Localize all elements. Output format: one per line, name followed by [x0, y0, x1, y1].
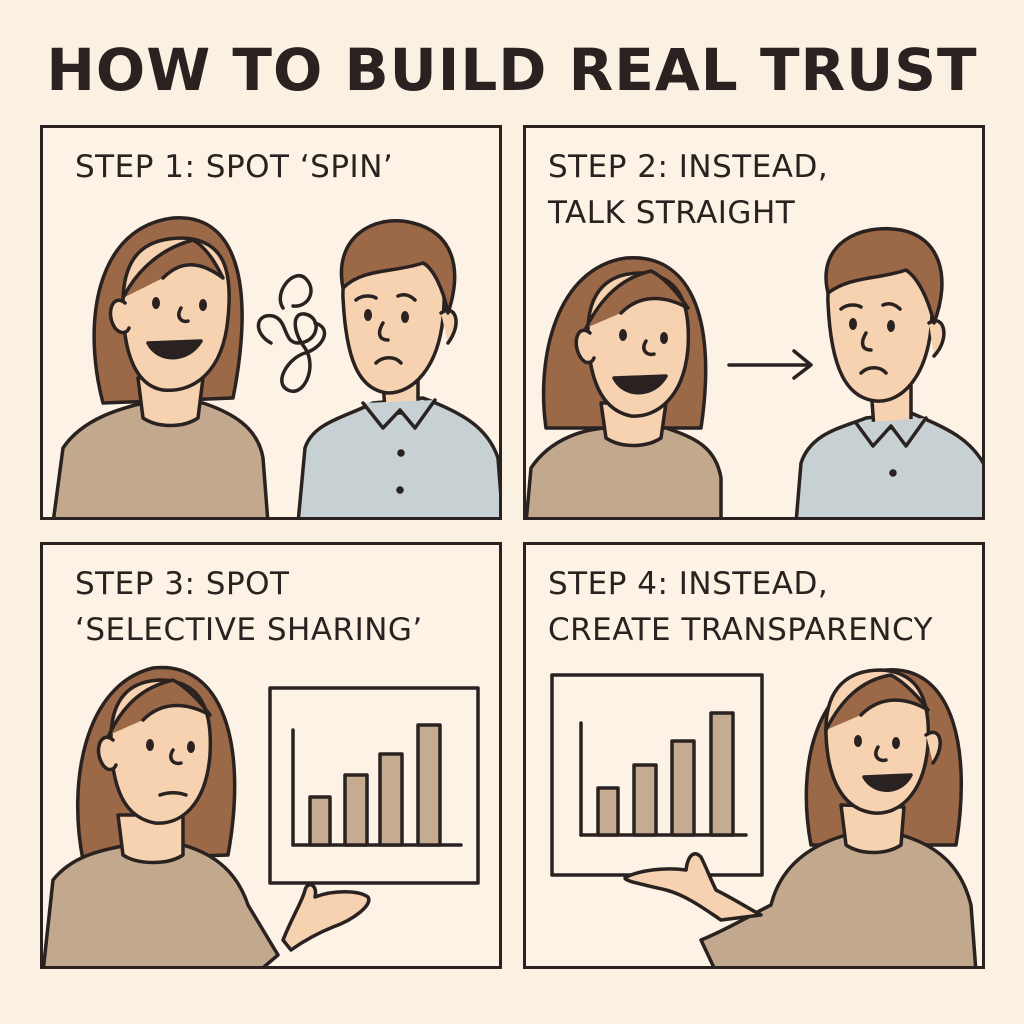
panel-caption: STEP 1: SPOT ‘SPIN’	[75, 149, 394, 185]
panel-step-4: STEP 4: INSTEAD, CREATE TRANSPARENCY	[523, 542, 985, 969]
panel-caption: STEP 3: SPOT ‘SELECTIVE SHARING’	[75, 566, 423, 648]
woman-figure	[52, 216, 270, 517]
woman-figure	[623, 668, 978, 966]
tangled-loop-icon	[256, 274, 327, 394]
man-figure	[296, 219, 499, 517]
bar-chart-icon	[550, 673, 764, 877]
panel-caption: STEP 2: INSTEAD, TALK STRAIGHT	[548, 149, 829, 231]
scene-illustration	[43, 665, 480, 966]
arrow-right-icon	[727, 349, 813, 380]
scene-illustration	[550, 668, 978, 966]
page-title: HOW TO BUILD REAL TRUST	[46, 36, 978, 104]
panel-step-2: STEP 2: INSTEAD, TALK STRAIGHT	[523, 125, 985, 520]
scene-illustration	[526, 227, 982, 517]
man-figure	[794, 227, 982, 517]
panel-caption: STEP 4: INSTEAD, CREATE TRANSPARENCY	[548, 566, 934, 648]
bar-chart-icon	[268, 686, 480, 885]
scene-illustration	[52, 216, 499, 517]
panel-step-1: STEP 1: SPOT ‘SPIN’	[40, 125, 502, 520]
woman-figure	[526, 256, 723, 517]
panel-step-3: STEP 3: SPOT ‘SELECTIVE SHARING’	[40, 542, 502, 969]
woman-figure	[43, 665, 371, 966]
